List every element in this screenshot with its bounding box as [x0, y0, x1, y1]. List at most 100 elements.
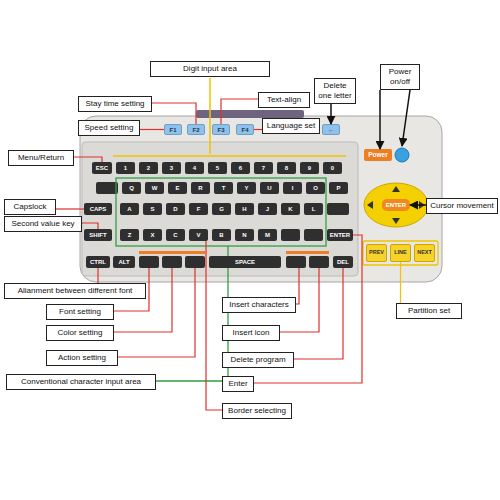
key: SHIFT	[84, 229, 112, 241]
callout-box: Conventional character input area	[6, 374, 156, 390]
callout-text: Delete program	[230, 355, 285, 364]
key-label: ALT	[118, 259, 129, 265]
callout-text: Partition set	[408, 306, 450, 315]
callout-box: Border selecting	[222, 403, 292, 419]
key-label: F3	[217, 127, 224, 133]
key-panel	[82, 142, 358, 276]
leader-line	[221, 99, 258, 124]
key: I	[283, 182, 302, 194]
key-label: C	[173, 232, 177, 238]
key: L	[304, 203, 323, 215]
leader-arrow	[330, 104, 332, 124]
leader-arrow	[402, 90, 410, 146]
key-label: G	[219, 206, 224, 212]
key: CTRL	[86, 256, 110, 268]
callout-text: Text-align	[267, 95, 301, 104]
callout-box: Font setting	[46, 304, 114, 320]
callout-box: Cursor movement	[426, 198, 498, 214]
key: T	[214, 182, 233, 194]
key-label: 3	[170, 165, 173, 171]
plain-key	[327, 203, 349, 215]
key: B	[212, 229, 231, 241]
callout-text: Insert characters	[229, 300, 289, 309]
key-label: SPACE	[235, 259, 255, 265]
callout-text: Insert icon	[233, 328, 270, 337]
key: D	[166, 203, 185, 215]
key-label: D	[173, 206, 177, 212]
callout-box: Insert icon	[222, 325, 280, 341]
key: DEL	[333, 256, 353, 268]
callout-text: Second value key	[11, 219, 74, 228]
callout-box: Enter	[222, 376, 254, 392]
enter-button: ENTER	[382, 199, 410, 211]
key-label: 6	[239, 165, 242, 171]
key-label: ESC	[96, 165, 108, 171]
key: A	[120, 203, 139, 215]
callout-box: Power on/off	[380, 64, 420, 90]
leader-line	[82, 223, 98, 229]
key-label: M	[265, 232, 270, 238]
key-label: 7	[262, 165, 265, 171]
key: 0	[323, 162, 342, 174]
key: 3	[162, 162, 181, 174]
digit-area-line	[113, 78, 346, 156]
callout-text: Cursor movement	[430, 201, 494, 210]
key-label: W	[152, 185, 158, 191]
key: Q	[122, 182, 141, 194]
leader-line	[97, 268, 98, 283]
callout-text: Action setting	[58, 353, 106, 362]
plain-key	[309, 256, 329, 268]
key: CAPS	[84, 203, 112, 215]
key-label: NEXT	[417, 250, 432, 256]
callout-text: Stay time setting	[85, 99, 144, 108]
key: K	[281, 203, 300, 215]
key: 2	[139, 162, 158, 174]
key-label: F1	[169, 127, 176, 133]
cursor-arrow	[367, 201, 373, 209]
leader-line	[296, 268, 299, 304]
leader-line	[206, 241, 222, 410]
key-label: DEL	[337, 259, 349, 265]
key-label: P	[336, 185, 340, 191]
leader-line	[254, 235, 362, 383]
key: N	[235, 229, 254, 241]
key-label: 1	[124, 165, 127, 171]
key: 6	[231, 162, 250, 174]
key: 5	[208, 162, 227, 174]
key-label: F2	[192, 127, 199, 133]
key: ALT	[113, 256, 135, 268]
key: C	[166, 229, 185, 241]
key: 9	[300, 162, 319, 174]
callout-text: Conventional character input area	[21, 377, 141, 386]
key-label: T	[222, 185, 226, 191]
key-label: V	[196, 232, 200, 238]
key-label: LINE	[394, 250, 407, 256]
character-area-bracket	[116, 178, 326, 246]
callout-text: Border selecting	[228, 406, 286, 415]
function-key: F2	[187, 124, 205, 135]
key: ENTER	[327, 229, 353, 241]
callout-text: Delete one letter	[318, 81, 351, 100]
callout-box: Digit input area	[150, 61, 270, 77]
leader-line	[114, 268, 172, 332]
plain-key	[96, 182, 118, 194]
callout-box: Speed setting	[78, 120, 140, 136]
plain-key	[281, 229, 300, 241]
callout-box: Delete program	[222, 352, 294, 368]
leader-line	[152, 103, 196, 124]
partition-key: NEXT	[414, 244, 435, 262]
power-button	[395, 148, 409, 162]
callout-box: Alianment between different font	[4, 283, 146, 299]
plain-key	[286, 256, 306, 268]
key: SPACE	[209, 256, 281, 268]
key-label: R	[198, 185, 202, 191]
plain-key	[185, 256, 205, 268]
cursor-arrow	[392, 186, 400, 192]
callout-box: Delete one letter	[314, 78, 356, 104]
key-label: Z	[128, 232, 132, 238]
key-label: ENTER	[330, 232, 350, 238]
key: W	[145, 182, 164, 194]
leader-arrow	[379, 90, 381, 149]
callout-box: Color setting	[46, 325, 114, 341]
callout-box: Second value key	[4, 216, 82, 232]
